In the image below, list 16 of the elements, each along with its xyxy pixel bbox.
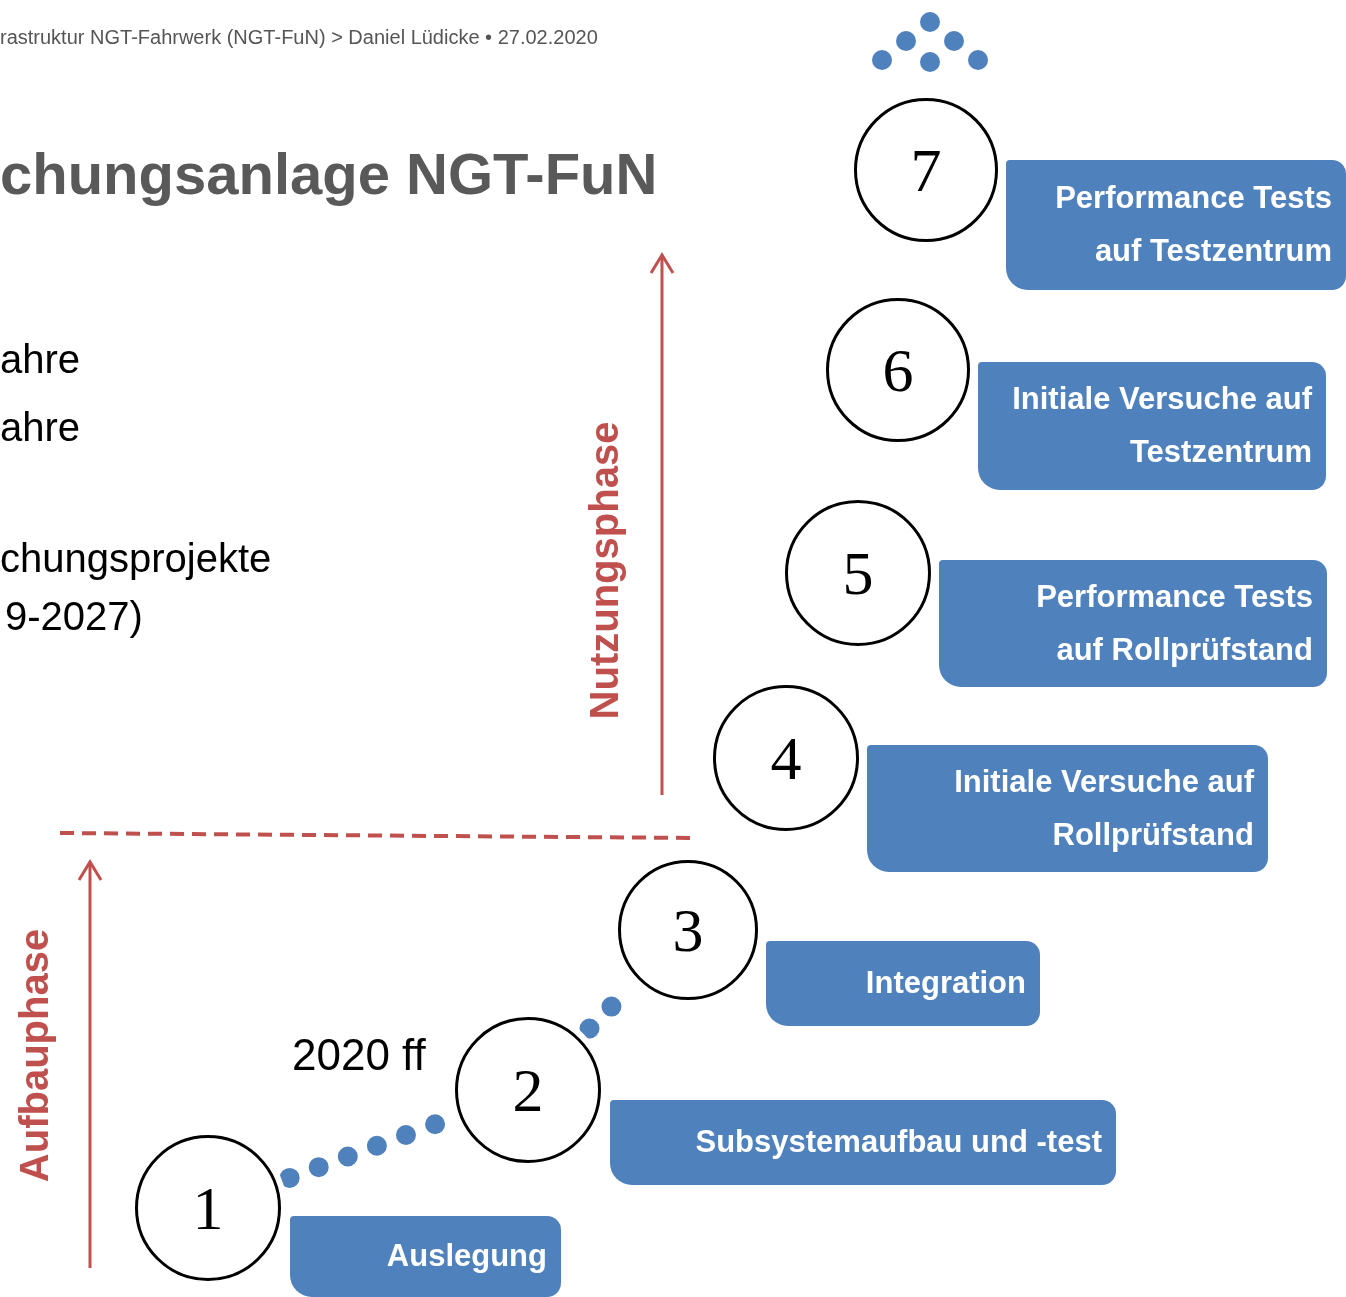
year-label: 2020 ff: [292, 1030, 426, 1080]
body-text: ahre: [0, 337, 81, 382]
step-banner: Initiale Versuche auf Rollprüfstand: [867, 745, 1268, 872]
phase-label: Nutzungsphase: [582, 421, 628, 719]
header-text: rastruktur NGT-Fahrwerk (NGT-FuN) > Daniel Lüdicke • 27.02.2020: [0, 26, 598, 49]
body-text: chungsprojekte: [0, 536, 272, 581]
step-banner: Auslegung: [290, 1216, 561, 1297]
step-banner: Initiale Versuche auf Testzentrum: [978, 362, 1326, 490]
body-text: ahre: [0, 405, 81, 450]
step-banner: Subsystemaufbau und -test: [610, 1100, 1116, 1185]
slide-title: chungsanlage NGT-FuN: [0, 140, 658, 207]
step-banner: Integration: [766, 941, 1040, 1026]
body-text: 9-2027): [5, 594, 143, 639]
phase-label: Aufbauphase: [11, 928, 57, 1182]
step-banner: Performance Tests auf Rollprüfstand: [939, 560, 1327, 687]
step-banner: Performance Tests auf Testzentrum: [1006, 160, 1346, 290]
